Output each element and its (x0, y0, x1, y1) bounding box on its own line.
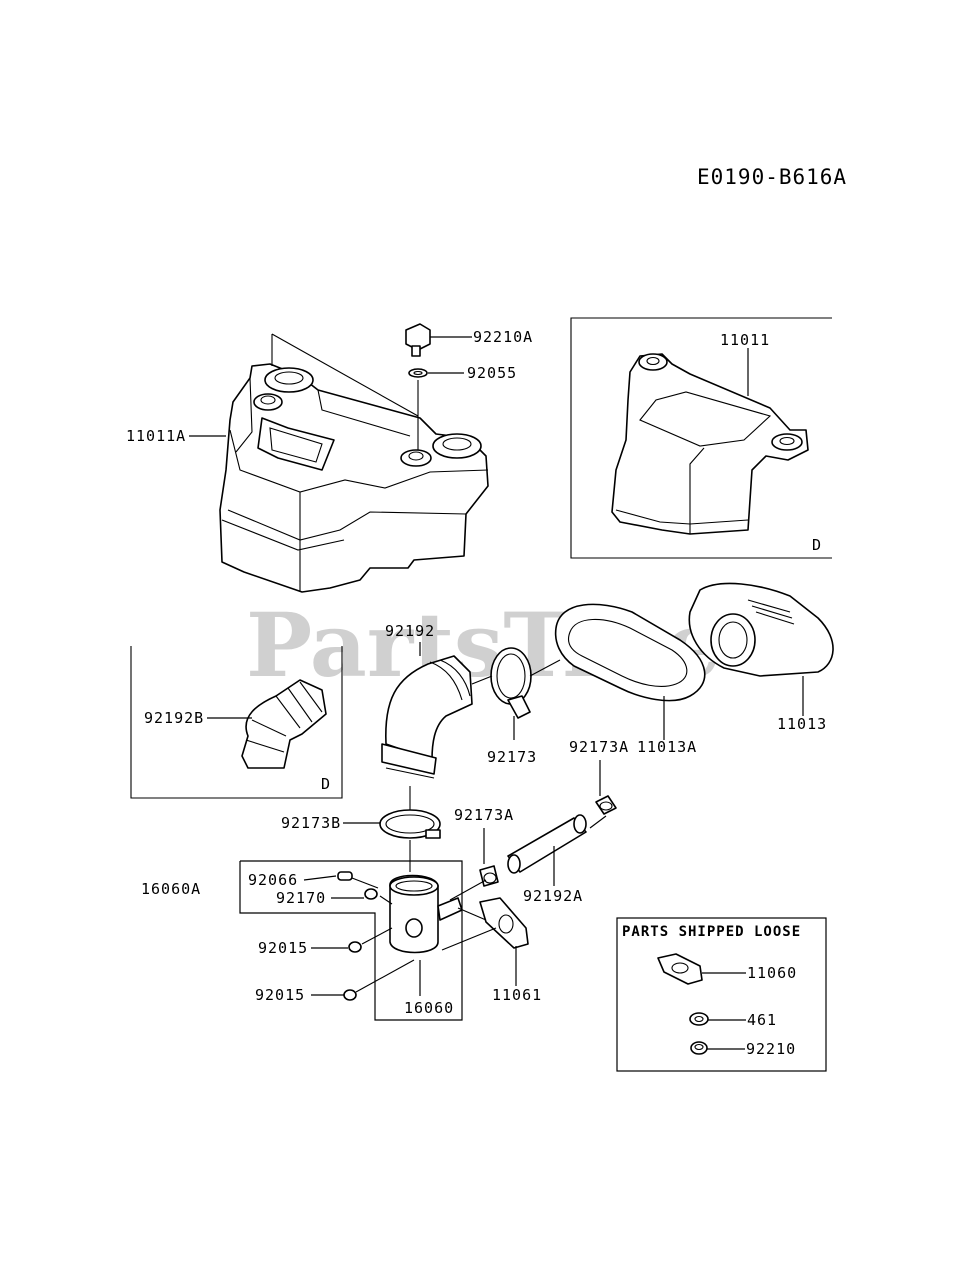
loose-part-92210: 92210 (746, 1040, 796, 1058)
label-11061: 11061 (492, 986, 542, 1004)
loose-part-461: 461 (747, 1011, 777, 1029)
label-11011A: 11011A (126, 427, 186, 445)
label-92170: 92170 (276, 889, 326, 907)
inset-marker-d-upper: D (812, 536, 822, 554)
inset-box-92192B: D (130, 646, 343, 799)
washer-461 (689, 1012, 709, 1026)
gasket-11061 (479, 897, 529, 949)
plug-92066 (337, 871, 353, 881)
label-11013: 11013 (777, 715, 827, 733)
label-16060: 16060 (404, 999, 454, 1017)
label-92173: 92173 (487, 748, 537, 766)
nut-92210 (690, 1041, 708, 1055)
clamp-92173A-upper (595, 795, 617, 815)
gasket-11060 (657, 953, 703, 985)
label-92055: 92055 (467, 364, 517, 382)
label-92192A: 92192A (523, 887, 583, 905)
air-cleaner-base-11011A (219, 333, 489, 593)
bracket-16060A (239, 860, 463, 1021)
parts-shipped-loose-header: PARTS SHIPPED LOOSE (622, 924, 801, 940)
label-92173B: 92173B (281, 814, 341, 832)
label-11013A: 11013A (637, 738, 697, 756)
label-92173A-lower: 92173A (454, 806, 514, 824)
clamp-92173 (490, 647, 532, 719)
label-92192: 92192 (385, 622, 435, 640)
label-92066: 92066 (248, 871, 298, 889)
clamp-92173B (379, 809, 441, 839)
inset-marker-d-lower: D (321, 775, 331, 793)
elbow-hose-92192 (381, 655, 473, 779)
label-92015-lower: 92015 (255, 986, 305, 1004)
leader-lines (189, 336, 804, 996)
part-labels: 92210A 92055 11011A 11011 92192 92192B 9… (126, 328, 827, 1017)
inset-box-11011: D (570, 317, 832, 559)
clamp-92173A-lower (479, 865, 499, 887)
nut-92015-upper (348, 941, 362, 953)
assembly-lines (351, 659, 607, 993)
nut-92015-lower (343, 989, 357, 1001)
pre-cleaner-11013A (554, 603, 706, 702)
parts-shipped-loose-box: PARTS SHIPPED LOOSE 11060 461 92210 (616, 917, 827, 1072)
label-92192B: 92192B (144, 709, 204, 727)
label-92210A: 92210A (473, 328, 533, 346)
hose-92192A (507, 814, 587, 874)
label-16060A: 16060A (141, 880, 201, 898)
diagram-code: E0190-B616A (697, 165, 847, 189)
label-92173A-upper: 92173A (569, 738, 629, 756)
nut-92170 (364, 888, 378, 900)
elbow-16060 (389, 874, 463, 954)
washer-92055 (408, 368, 428, 378)
loose-part-11060: 11060 (747, 964, 797, 982)
label-11011: 11011 (720, 331, 770, 349)
knob-92210A (405, 323, 431, 357)
element-11013 (688, 582, 834, 677)
label-92015-upper: 92015 (258, 939, 308, 957)
